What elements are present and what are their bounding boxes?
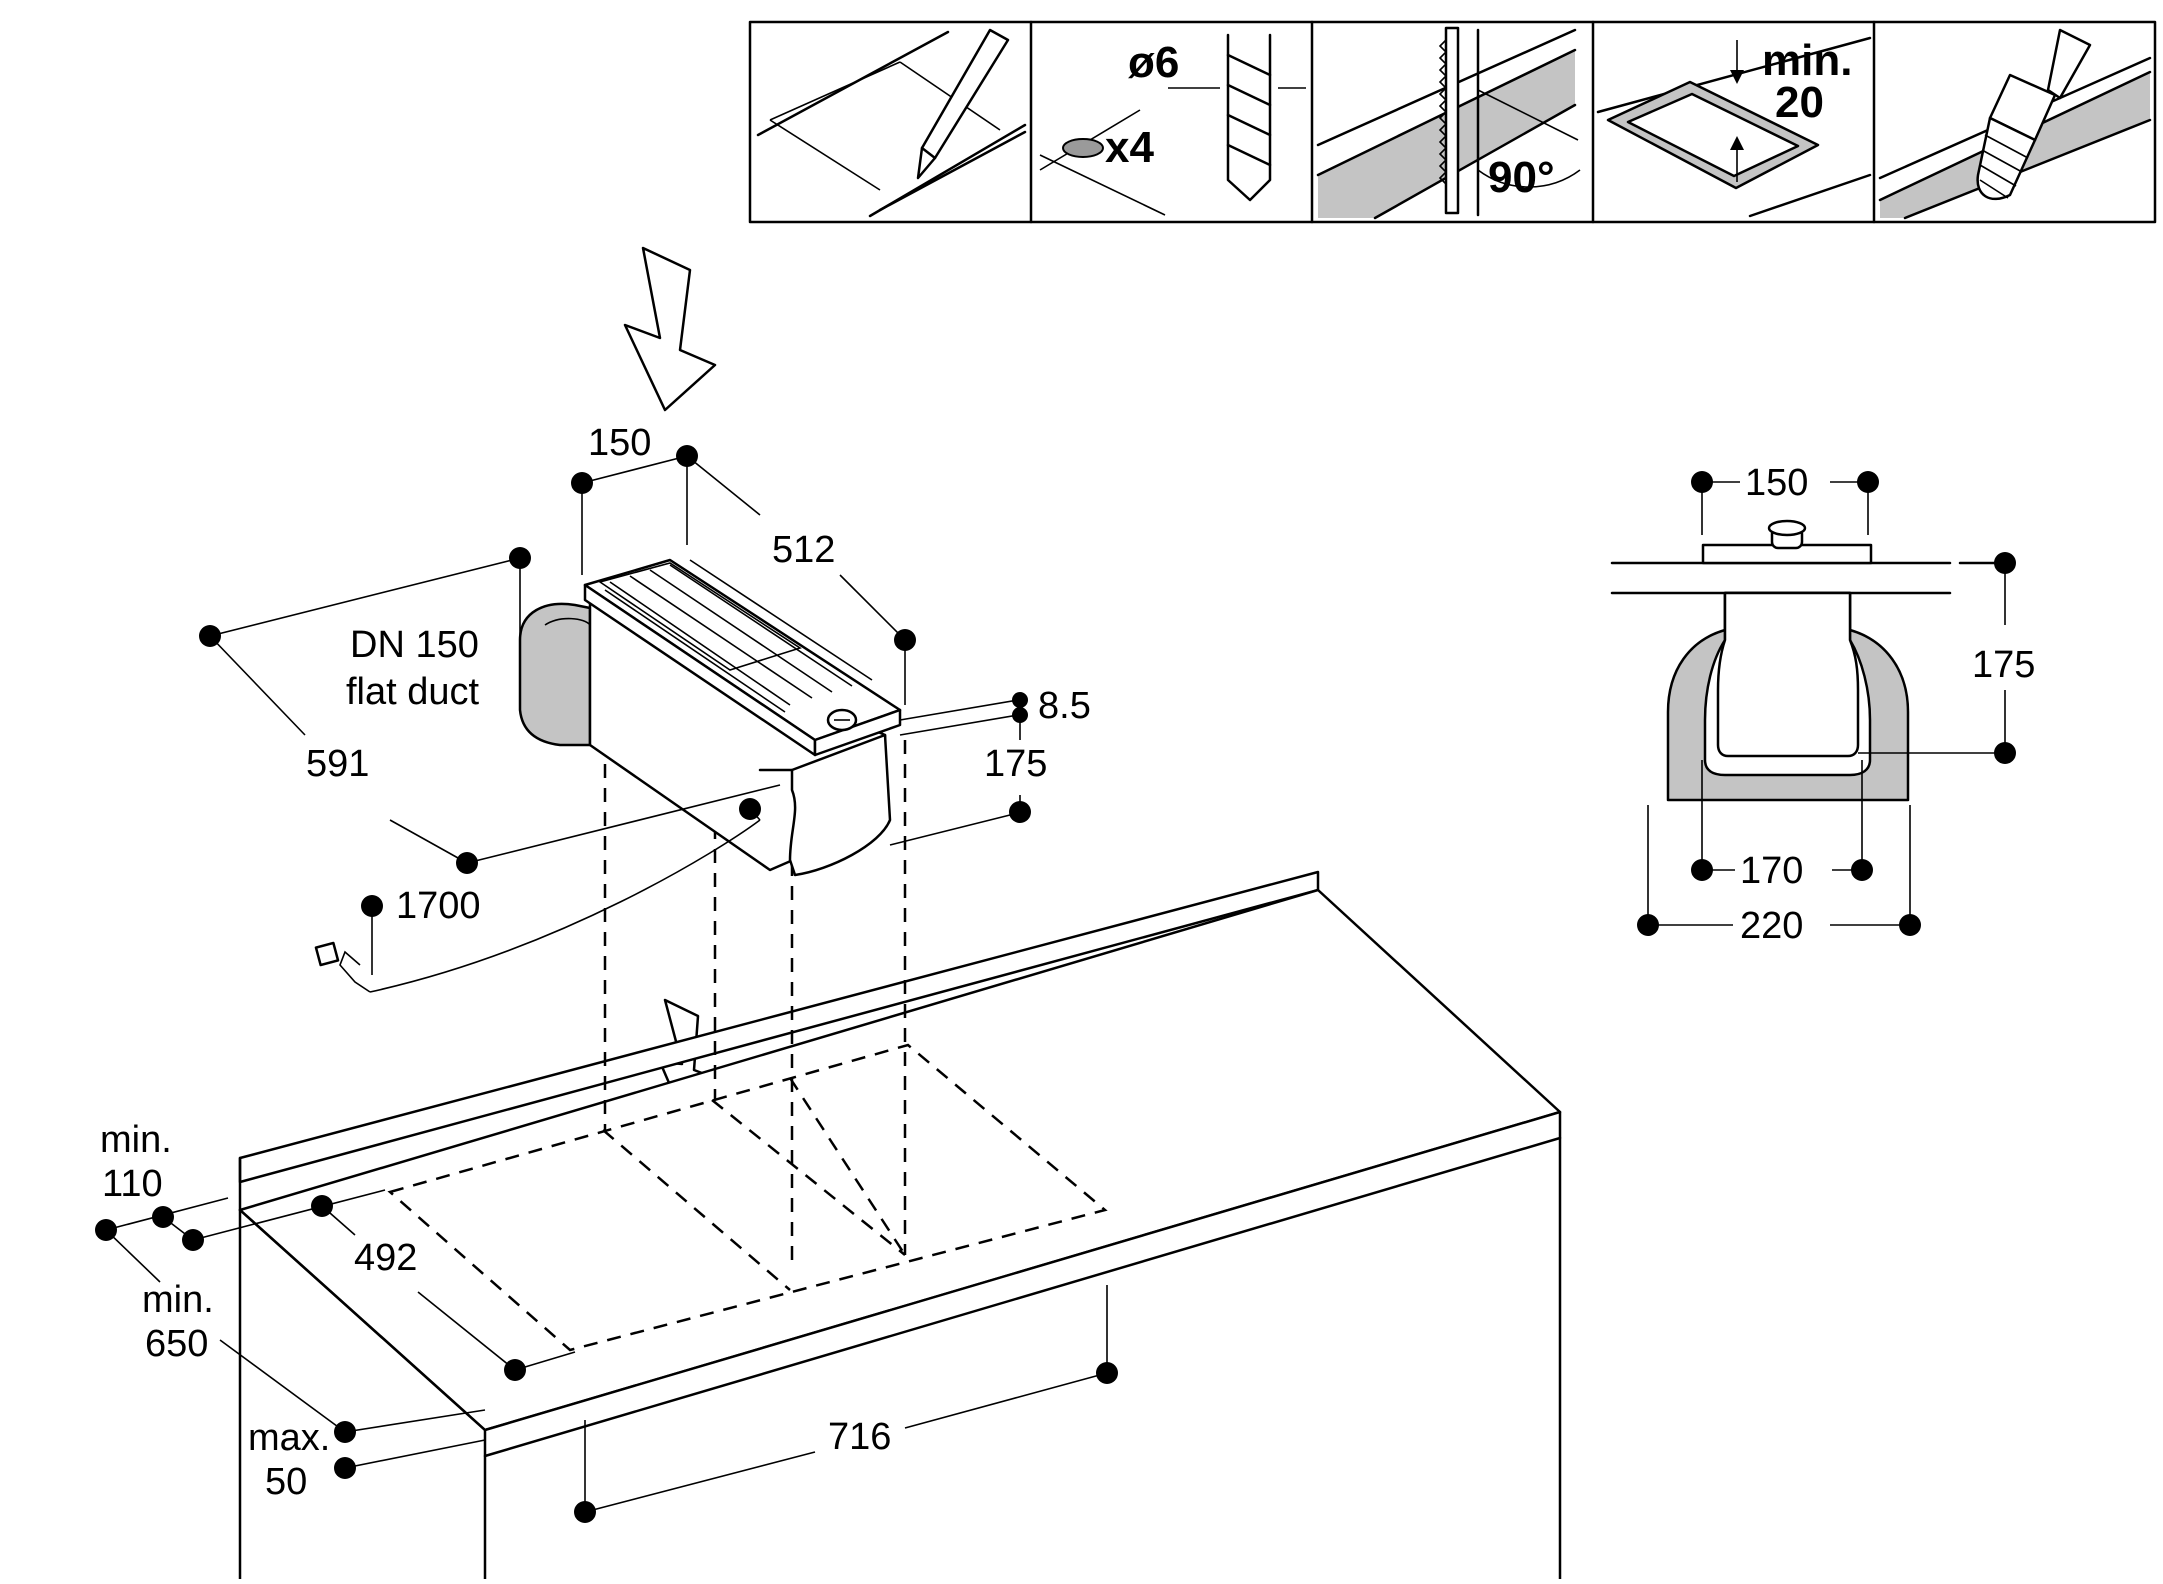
jigsaw-cut-icon: 90° — [1316, 26, 1581, 220]
min-label-2: min. — [142, 1279, 214, 1321]
step-strip: x4 ø6 90° — [748, 20, 2157, 224]
min-650-dimension: 650 — [145, 1323, 208, 1365]
unit-dimensions: 150 512 591 DN 150 flat duct 8.5 175 — [199, 422, 1091, 975]
max-50-dimension: 50 — [265, 1461, 307, 1503]
unit-depth-dimension: 512 — [772, 529, 835, 571]
worktop-dimensions: min. 110 492 min. 650 max. 50 716 — [95, 1119, 1118, 1523]
duct-label-line2: flat duct — [346, 671, 480, 713]
cutout-width-dimension: 716 — [828, 1416, 891, 1458]
clearance-min-value: 20 — [1775, 78, 1824, 127]
duct-length-dimension: 591 — [306, 743, 369, 785]
brush-sealing-icon — [1878, 28, 2152, 220]
section-outer-width: 220 — [1740, 905, 1803, 947]
unit-height-dimension: 175 — [984, 743, 1047, 785]
clearance-min-label: min. — [1762, 36, 1852, 85]
cross-section: 150 175 170 220 — [1610, 462, 2035, 947]
insert-arrow-icon — [623, 246, 717, 412]
offset-dimension: 8.5 — [1038, 685, 1091, 727]
max-label: max. — [248, 1417, 330, 1459]
saw-angle-label: 90° — [1488, 153, 1555, 202]
section-top-width: 150 — [1745, 462, 1808, 504]
unit-width-dimension: 150 — [588, 422, 651, 464]
min-label-1: min. — [100, 1119, 172, 1161]
section-height: 175 — [1972, 644, 2035, 686]
drill-count-label: x4 — [1105, 123, 1154, 172]
min-110-dimension: 110 — [102, 1163, 163, 1205]
drill-diameter-label: ø6 — [1128, 38, 1179, 87]
pencil-marking-icon — [756, 28, 1027, 218]
drill-bit-icon: x4 ø6 — [1039, 33, 1306, 216]
worktop-cabinet — [238, 740, 1562, 1581]
cable-length-dimension: 1700 — [396, 885, 481, 927]
duct-label-line1: DN 150 — [350, 624, 479, 666]
cutout-depth-dimension: 492 — [354, 1237, 417, 1279]
section-inner-width: 170 — [1740, 850, 1803, 892]
cutout-clearance-icon: min. 20 — [1596, 36, 1872, 218]
downdraft-unit — [314, 558, 902, 993]
